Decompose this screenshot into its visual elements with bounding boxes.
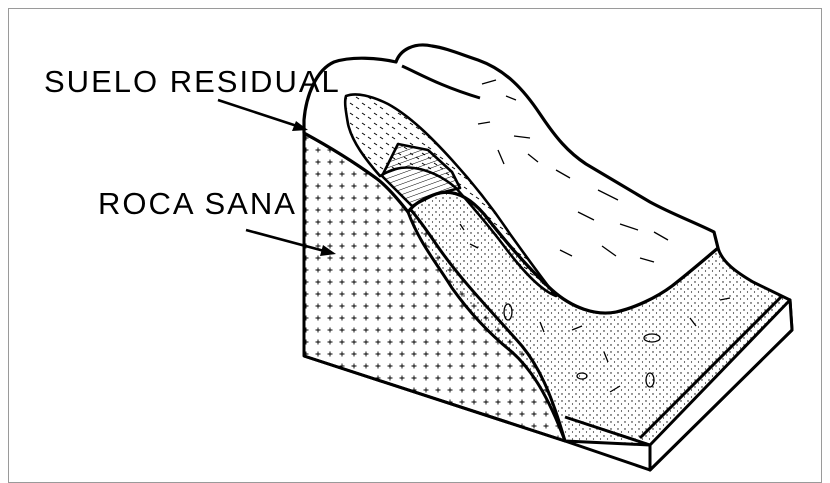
label-roca-sana: ROCA SANA <box>98 188 297 219</box>
leader-arrow-suelo <box>218 100 308 131</box>
label-suelo-residual: SUELO RESIDUAL <box>44 66 341 97</box>
